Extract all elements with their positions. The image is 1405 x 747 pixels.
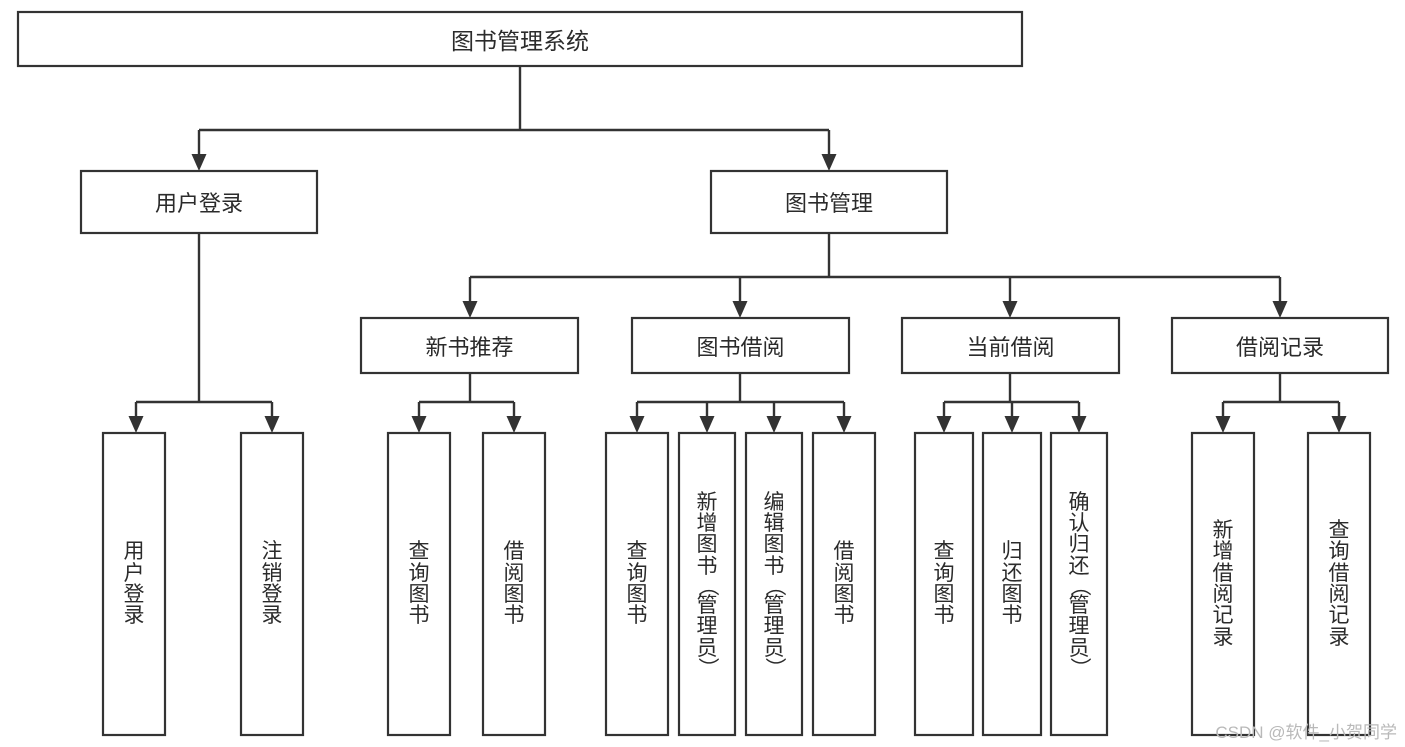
node-boxes-group — [16, 10, 1390, 737]
leaf-node-box[interactable] — [1190, 431, 1256, 737]
level2-node-box[interactable] — [900, 316, 1121, 375]
arrow-head-icon — [1071, 416, 1087, 433]
arrow-head-icon — [732, 301, 748, 318]
arrow-head-icon — [411, 416, 427, 433]
connector-line — [635, 373, 846, 420]
arrow-head-icon — [191, 154, 207, 171]
arrow-head-icon — [128, 416, 144, 433]
connector-lines-group — [134, 66, 1341, 420]
arrow-head-icon — [1215, 416, 1231, 433]
leaf-node-box[interactable] — [1049, 431, 1109, 737]
arrow-head-icon — [1004, 416, 1020, 433]
arrow-head-icon — [699, 416, 715, 433]
leaf-node-box[interactable] — [239, 431, 305, 737]
connector-line — [197, 66, 831, 158]
leaf-node-box[interactable] — [386, 431, 452, 737]
arrow-head-icon — [462, 301, 478, 318]
connector-line — [942, 373, 1081, 420]
arrow-head-icon — [821, 154, 837, 171]
arrow-head-icon — [1272, 301, 1288, 318]
arrow-head-icon — [506, 416, 522, 433]
leaf-node-box[interactable] — [913, 431, 975, 737]
leaf-node-box[interactable] — [1306, 431, 1372, 737]
leaf-node-box[interactable] — [101, 431, 167, 737]
level1-node-box[interactable] — [709, 169, 949, 235]
connector-line — [1221, 373, 1341, 420]
level2-node-box[interactable] — [630, 316, 851, 375]
leaf-node-box[interactable] — [981, 431, 1043, 737]
root-node-box[interactable] — [16, 10, 1024, 68]
arrow-head-icon — [629, 416, 645, 433]
leaf-node-box[interactable] — [481, 431, 547, 737]
arrow-head-icon — [1331, 416, 1347, 433]
arrow-head-icon — [836, 416, 852, 433]
arrow-head-icon — [1002, 301, 1018, 318]
leaf-node-box[interactable] — [604, 431, 670, 737]
connector-line — [468, 233, 1282, 305]
level2-node-box[interactable] — [359, 316, 580, 375]
connector-line — [417, 373, 516, 420]
connector-line — [134, 233, 274, 420]
leaf-node-box[interactable] — [811, 431, 877, 737]
arrow-head-icon — [936, 416, 952, 433]
arrow-head-icon — [766, 416, 782, 433]
arrow-head-icon — [264, 416, 280, 433]
level1-node-box[interactable] — [79, 169, 319, 235]
leaf-node-box[interactable] — [677, 431, 737, 737]
leaf-node-box[interactable] — [744, 431, 804, 737]
arrow-heads-group — [128, 154, 1347, 433]
level2-node-box[interactable] — [1170, 316, 1390, 375]
